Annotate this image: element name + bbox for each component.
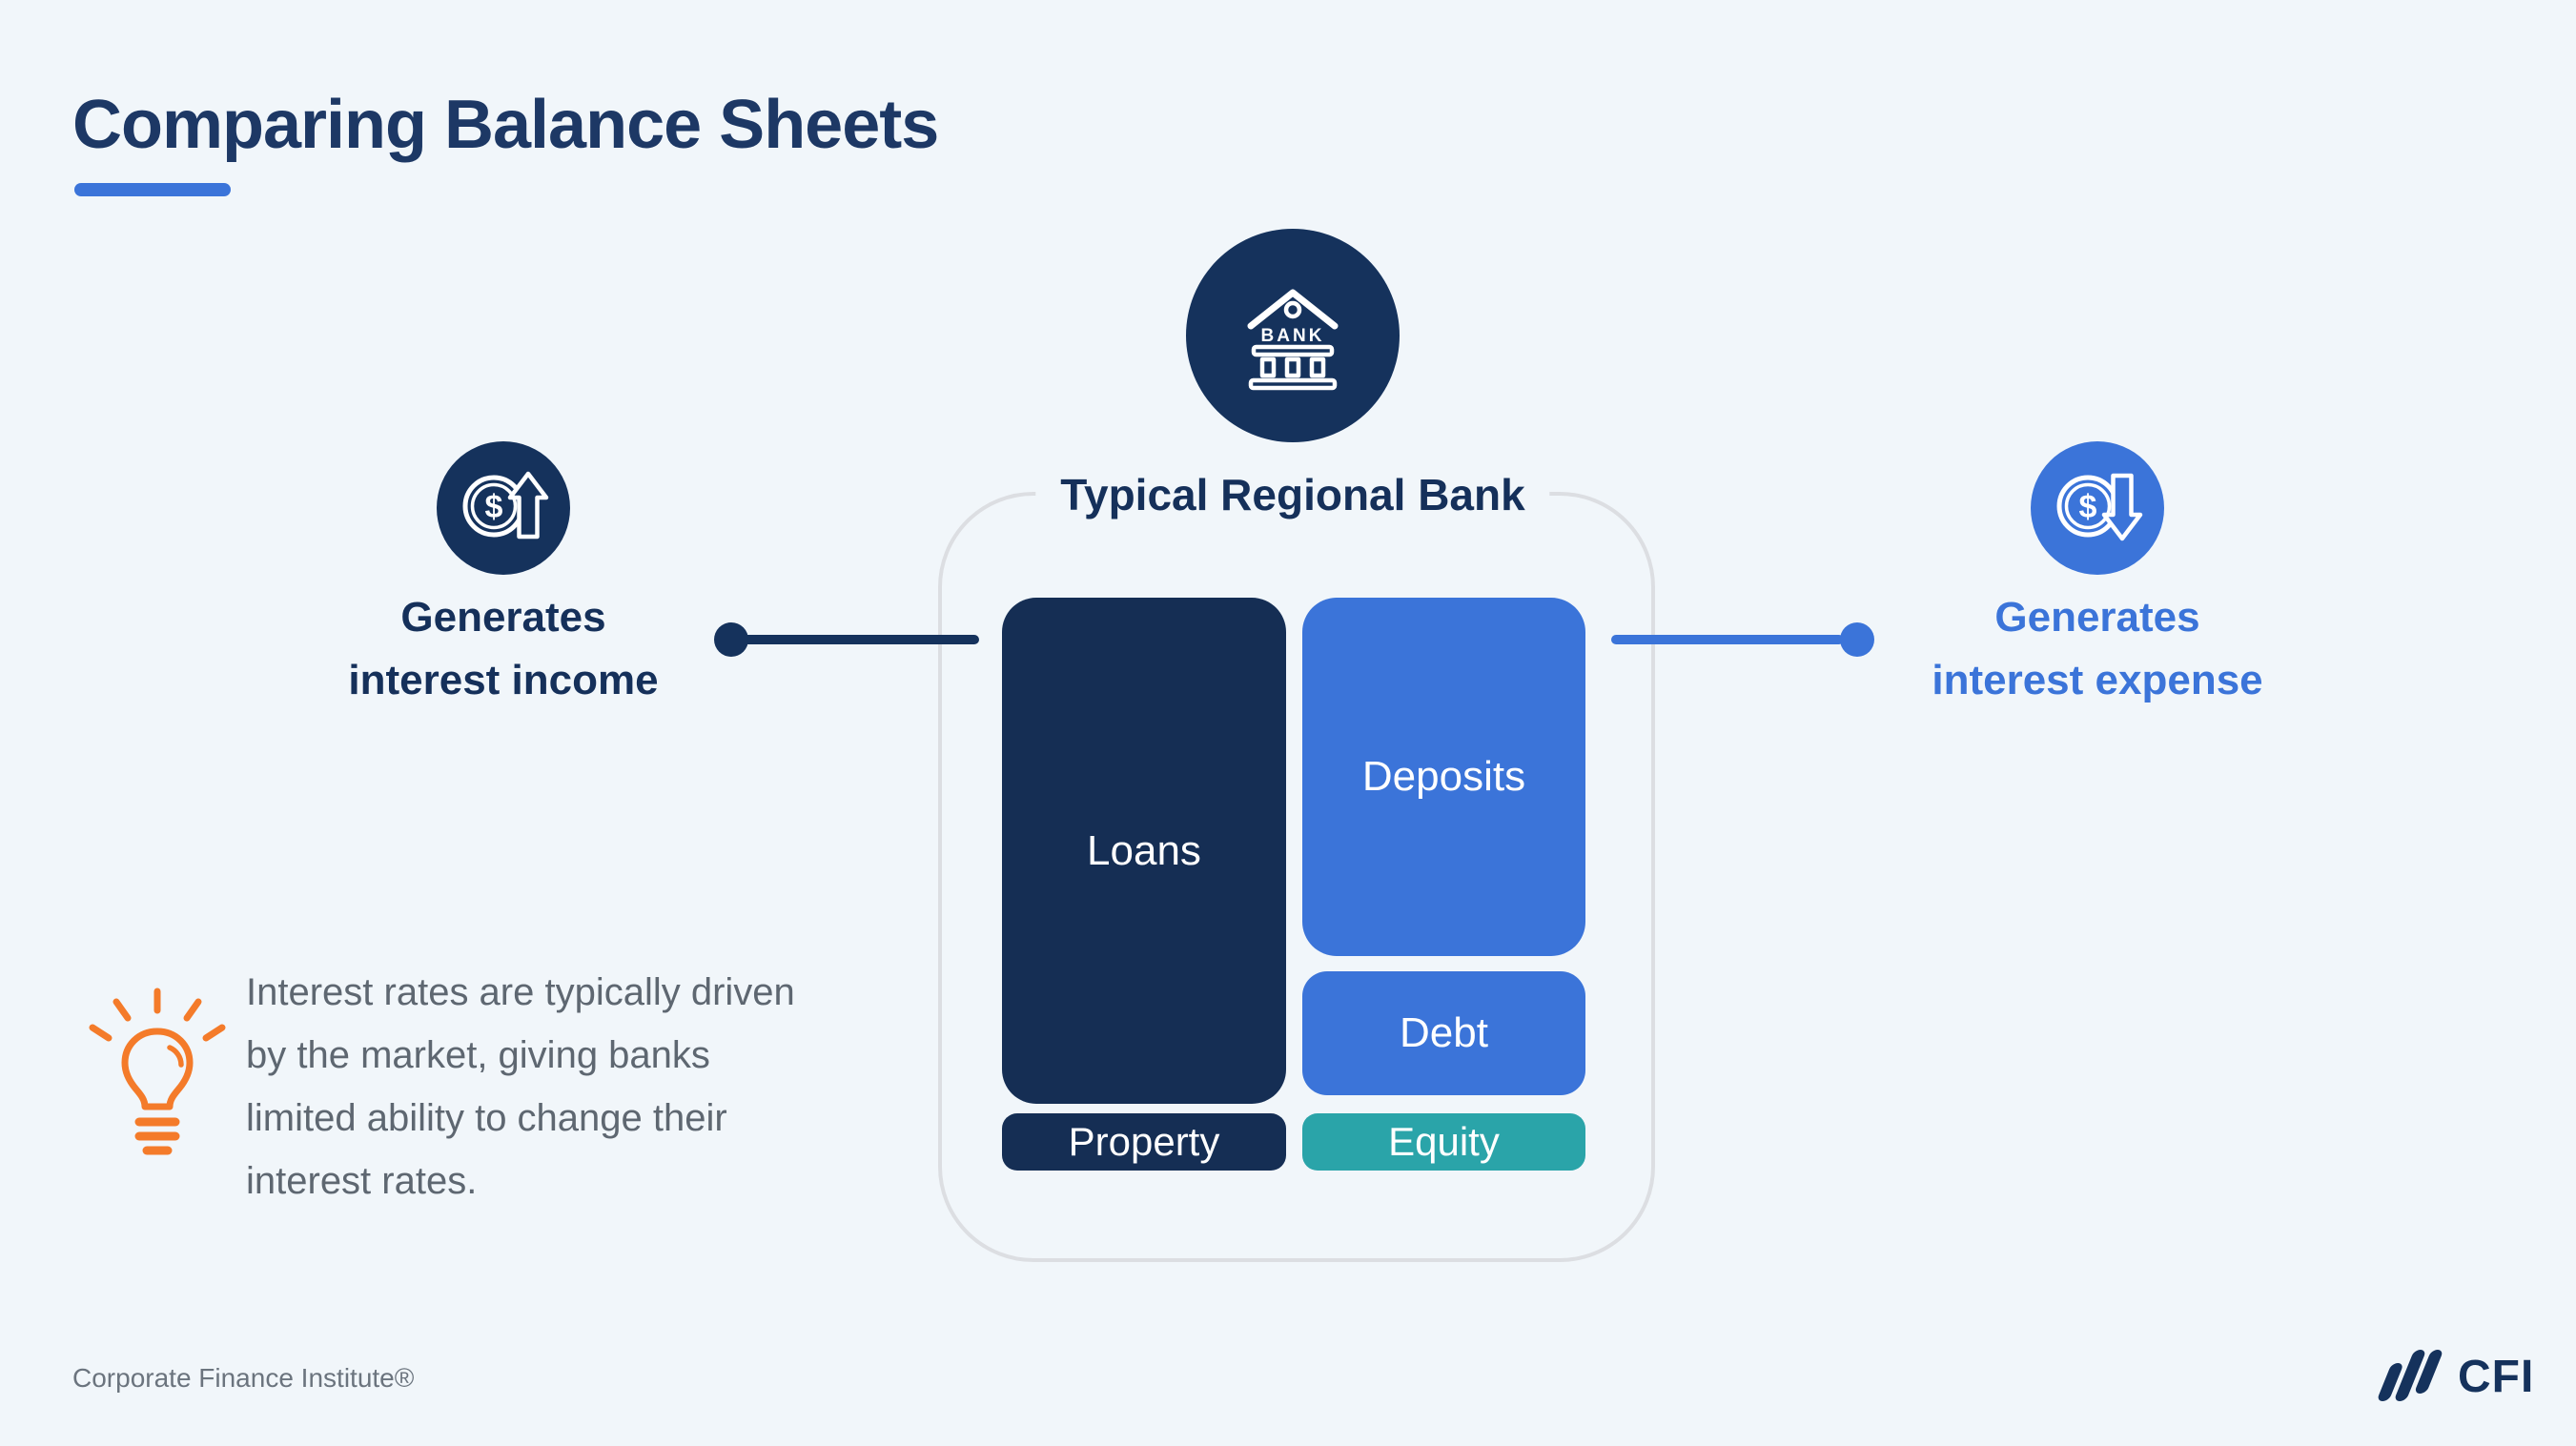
interest-expense-icon-circle: $ <box>2031 441 2164 575</box>
title-accent-bar <box>74 183 231 196</box>
asset-block-loans: Loans <box>1002 598 1286 1104</box>
block-label: Equity <box>1388 1119 1500 1164</box>
dollar-coin-down-arrow-icon: $ <box>2031 439 2164 578</box>
interest-expense-callout: Generates interest expense <box>1886 586 2309 712</box>
left-connector-dot <box>714 622 748 657</box>
block-label: Deposits <box>1361 753 1526 800</box>
lightbulb-icon <box>74 984 241 1184</box>
svg-text:BANK: BANK <box>1261 326 1325 346</box>
right-connector-line <box>1611 635 1844 644</box>
svg-text:$: $ <box>485 489 503 525</box>
left-connector-line <box>739 635 979 644</box>
bank-icon-circle: BANK <box>1186 229 1400 442</box>
callout-line: interest expense <box>1932 657 2263 703</box>
bank-label: Typical Regional Bank <box>1035 466 1550 523</box>
block-label: Property <box>1068 1119 1220 1164</box>
callout-line: Generates <box>400 594 606 641</box>
bank-building-icon: BANK <box>1226 267 1360 405</box>
dollar-coin-up-arrow-icon: $ <box>437 439 570 578</box>
footer-company-name: Corporate Finance Institute® <box>72 1363 415 1393</box>
cfi-logo-bars-icon <box>2374 1346 2450 1408</box>
asset-block-property: Property <box>1002 1113 1286 1171</box>
interest-income-callout: Generates interest income <box>294 586 713 712</box>
cfi-logo-text: CFI <box>2458 1351 2535 1402</box>
interest-income-icon-circle: $ <box>437 441 570 575</box>
liability-block-deposits: Deposits <box>1302 598 1585 956</box>
cfi-logo: CFI <box>2374 1346 2534 1408</box>
callout-line: interest income <box>348 657 659 703</box>
svg-text:$: $ <box>2079 489 2097 525</box>
callout-line: Generates <box>1994 594 2200 641</box>
tip-text: Interest rates are typically driven by t… <box>246 971 795 1202</box>
liability-block-debt: Debt <box>1302 971 1585 1095</box>
block-label: Debt <box>1400 1009 1488 1056</box>
block-label: Loans <box>1087 826 1201 874</box>
equity-block: Equity <box>1302 1113 1585 1171</box>
right-connector-dot <box>1840 622 1874 657</box>
page-title: Comparing Balance Sheets <box>72 87 939 163</box>
